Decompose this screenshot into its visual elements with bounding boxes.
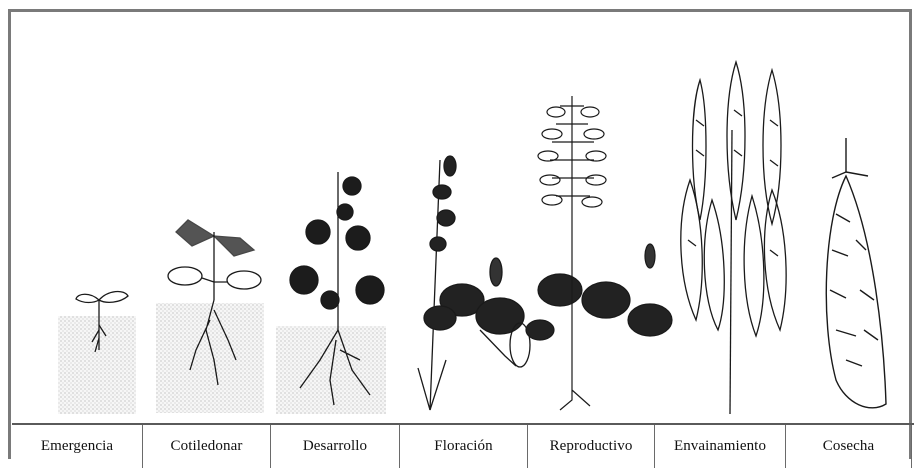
envainamiento-plant [681, 62, 786, 414]
stage-label-emergencia: Emergencia [12, 425, 143, 468]
emergencia-plant [58, 291, 136, 414]
stage-label-cotiledonar: Cotiledonar [143, 425, 271, 468]
stage-label-reproductivo: Reproductivo [528, 425, 655, 468]
stage-label-floracion: Floración [400, 425, 528, 468]
cosecha-plant [826, 138, 886, 408]
cotiledonar-plant [156, 220, 264, 413]
floracion-plant [418, 156, 530, 410]
desarrollo-plant [276, 172, 386, 414]
stage-label-cosecha: Cosecha [786, 425, 912, 468]
stage-label-envainamiento: Envainamiento [655, 425, 786, 468]
reproductivo-plant [526, 96, 672, 410]
soil-block [156, 303, 264, 413]
stage-label-desarrollo: Desarrollo [271, 425, 400, 468]
soil-block [58, 316, 136, 414]
stage-label-row: Emergencia Cotiledonar Desarrollo Florac… [12, 423, 914, 466]
